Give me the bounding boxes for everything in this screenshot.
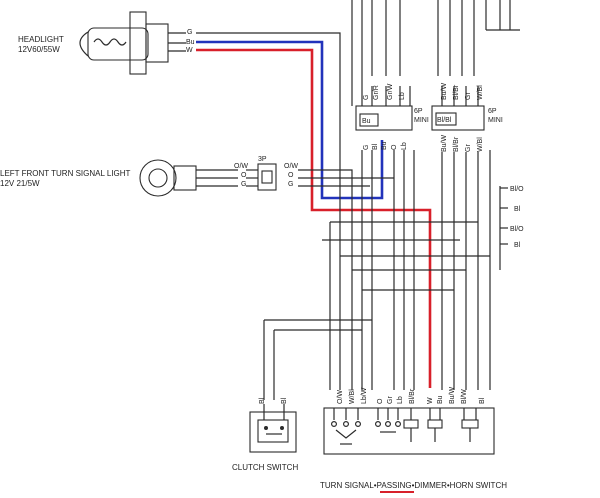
c6r-top-pin-3: W/Bl	[477, 85, 484, 100]
clutch-switch-symbol	[249, 404, 297, 453]
connector-6p-left	[355, 105, 413, 131]
switch-title-sep2: •	[412, 481, 415, 490]
switch-title: TURN SIGNAL•PASSING•DIMMER•HORN SWITCH	[320, 481, 507, 490]
sw-pin-5: Lb	[397, 396, 404, 404]
wire-headlight-bu-highlight	[196, 40, 384, 200]
sw-pin-3: O	[377, 398, 384, 404]
c6r-bot-pin-0: Bu/W	[441, 134, 448, 152]
sw-pin-8: Bu	[437, 395, 444, 404]
connector-6p-right-label: 6P	[488, 108, 497, 115]
switch-title-horn: HORN SWITCH	[450, 481, 508, 490]
headlight-pin-w: W	[186, 47, 193, 54]
ts-left-pin-o: O	[241, 172, 247, 179]
connector-6p-left-sub: MINI	[414, 117, 429, 124]
connector-3p-label: 3P	[258, 156, 267, 163]
c6r-bot-pin-3: W/Bl	[477, 137, 484, 152]
clutch-switch-label: CLUTCH SWITCH	[232, 463, 298, 472]
c6r-top-pin-0: Bu/W	[441, 82, 448, 100]
edge-label-2: Bl/O	[510, 226, 524, 233]
sw-pin-6: Bl/Br	[409, 388, 416, 404]
switch-pin-labels: O/W W/Bl Lb/W O Gr Lb Bl/Br W Bu Bu/W Bl…	[337, 386, 486, 404]
ts-right-pin-o: O	[288, 172, 294, 179]
ts-left-pin-g: G	[241, 181, 246, 188]
headlight-pin-bu: Bu	[186, 39, 195, 46]
combination-switch-symbol	[323, 407, 495, 455]
ts-left-pin-ow: O/W	[234, 163, 248, 170]
c6l-bot-pin-2: Bu	[381, 141, 388, 150]
ts-right-pin-ow: O/W	[284, 163, 298, 170]
c6r-bot-pin-1: Bl/Br	[453, 136, 460, 152]
headlight-bulb	[79, 11, 186, 75]
c6r-top-pin-2: Gr	[465, 92, 472, 100]
c6l-bot-pin-3: O	[391, 144, 398, 150]
connector-6p-left-tag: Bu	[362, 118, 371, 125]
sw-pin-10: Bl/W	[461, 389, 468, 404]
c6l-bot-pin-1: Bl	[372, 143, 379, 150]
connector-3p	[257, 163, 277, 191]
sw-pin-7: W	[427, 397, 434, 404]
clutch-pin-1: Bl	[281, 397, 288, 404]
c6l-top-pin-1: Gr/R	[373, 85, 380, 100]
switch-title-turn-signal: TURN SIGNAL	[320, 481, 374, 490]
turn-signal-spec: 12V 21/5W	[0, 179, 40, 188]
switch-title-sep3: •	[447, 481, 450, 490]
c6l-bot-pin-0: G	[363, 145, 370, 150]
c6l-top-pin-0: G	[363, 95, 370, 100]
headlight-label: HEADLIGHT	[18, 35, 64, 44]
switch-title-passing: PASSING	[377, 481, 412, 490]
c6l-top-pin-2: Gr/W	[387, 83, 394, 100]
clutch-pin-0: Bl	[259, 397, 266, 404]
sw-pin-11: Bl	[479, 397, 486, 404]
sw-pin-1: W/Bl	[349, 389, 356, 404]
switch-title-dimmer: DIMMER	[414, 481, 447, 490]
edge-label-0: Bl/O	[510, 186, 524, 193]
sw-pin-2: Lb/W	[361, 387, 368, 404]
headlight-spec: 12V60/55W	[18, 45, 60, 54]
wire-headlight-g	[196, 32, 341, 150]
ts-right-pin-g: G	[288, 181, 293, 188]
sw-pin-0: O/W	[337, 390, 344, 404]
c6l-top-pin-3: Lb	[399, 92, 406, 100]
switch-title-sep1: •	[374, 481, 377, 490]
sw-pin-9: Bu/W	[449, 386, 456, 404]
sw-pin-4: Gr	[387, 396, 394, 404]
connector-6p-left-label: 6P	[414, 108, 423, 115]
connector-6p-right-sub: MINI	[488, 117, 503, 124]
headlight-pin-g: G	[187, 29, 192, 36]
c6r-bot-pin-2: Gr	[465, 144, 472, 152]
turn-signal-bulb	[139, 159, 238, 197]
c6l-bot-pin-4: Lb	[401, 142, 408, 150]
edge-label-1: Bl	[514, 206, 521, 213]
connector-6p-right-tag: Bl/Bl	[437, 117, 452, 124]
wire-ts-ow	[298, 169, 353, 390]
turn-signal-label: LEFT FRONT TURN SIGNAL LIGHT	[0, 169, 131, 178]
connector-6p-right	[431, 105, 485, 131]
c6r-top-pin-1: Bl/Br	[453, 84, 460, 100]
edge-label-3: Bl	[514, 242, 521, 249]
wire-headlight-w-highlight	[196, 48, 432, 388]
